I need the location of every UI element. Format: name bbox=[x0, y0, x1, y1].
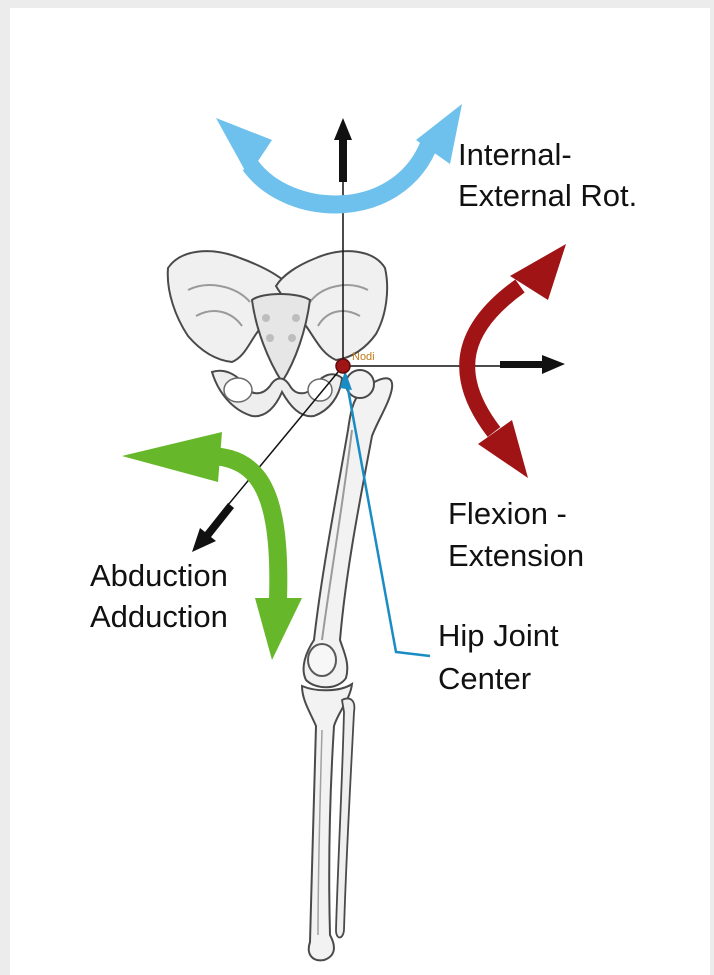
patella-icon bbox=[308, 644, 336, 676]
hip-center-point bbox=[336, 359, 350, 373]
node-tag: Nodi bbox=[352, 351, 375, 363]
abduction-label-line2: Adduction bbox=[90, 599, 228, 634]
hip-center-label-line2: Center bbox=[438, 661, 531, 696]
hip-center-label-line1: Hip Joint bbox=[438, 618, 559, 653]
flexion-label-line1: Flexion - bbox=[448, 496, 567, 531]
fibula-bone-icon bbox=[336, 699, 354, 938]
rotation-label-line1: Internal- bbox=[458, 137, 572, 172]
rotation-label-line2: External Rot. bbox=[458, 178, 637, 213]
femur-bone-icon bbox=[304, 370, 393, 687]
abduction-label-line1: Abduction bbox=[90, 558, 228, 593]
horizontal-axis bbox=[343, 355, 565, 374]
flexion-label-line2: Extension bbox=[448, 538, 584, 573]
